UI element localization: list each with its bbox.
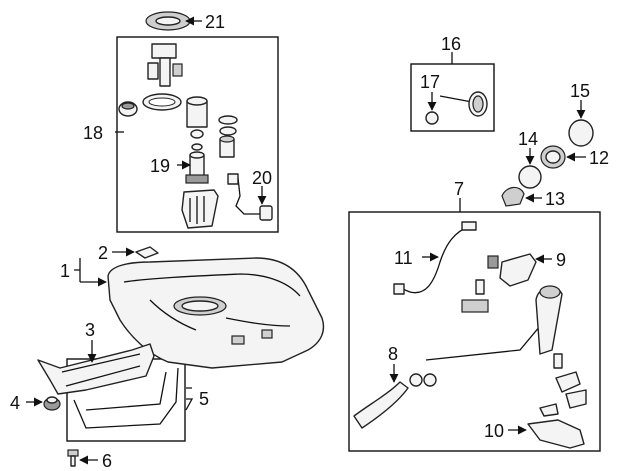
part-10-bracket: [527, 419, 585, 449]
part-11-vent-tube: [399, 225, 471, 294]
callout-7: 7: [454, 179, 464, 199]
part-6-bolt: [67, 449, 79, 467]
part-5-tank-straps: [73, 367, 179, 429]
part-13-door: [501, 186, 525, 207]
callout-2: 2: [98, 243, 108, 263]
callout-14: 14: [518, 129, 538, 149]
part-21-retainer: [145, 11, 191, 31]
leader-lines: [26, 16, 586, 465]
part-15-gasket: [568, 119, 594, 147]
callout-6: 6: [102, 451, 112, 471]
part-14-gasket: [518, 165, 542, 189]
part-7-filler-pipe: [425, 285, 587, 417]
box-fuel-pump-assembly: [116, 36, 279, 233]
callout-8: 8: [388, 344, 398, 364]
callout-13: 13: [545, 189, 565, 209]
callout-4: 4: [10, 393, 20, 413]
callout-12: 12: [589, 148, 609, 168]
callout-18: 18: [83, 123, 103, 143]
callout-21: 21: [205, 12, 225, 32]
callout-3: 3: [85, 320, 95, 340]
callout-11: 11: [394, 248, 413, 268]
callout-20: 20: [252, 168, 272, 188]
part-2-label: [135, 246, 159, 259]
callout-1: 1: [60, 261, 70, 281]
callout-16: 16: [441, 34, 461, 54]
box-filler-pipe-assembly: [348, 211, 601, 452]
callout-10: 10: [484, 421, 504, 441]
part-3-insulator: [37, 343, 155, 395]
part-18-pump-module: [118, 43, 273, 229]
callout-17: 17: [420, 72, 440, 92]
part-8-filler-hose: [353, 373, 437, 429]
callout-5: 5: [199, 389, 209, 409]
callout-19: 19: [150, 156, 170, 176]
callout-15: 15: [570, 81, 590, 101]
part-9-bracket: [499, 253, 537, 287]
callout-9: 9: [556, 250, 566, 270]
part-17-fuel-cap: [425, 91, 488, 125]
part-4-cushion: [43, 396, 61, 411]
part-12-housing: [540, 145, 566, 169]
